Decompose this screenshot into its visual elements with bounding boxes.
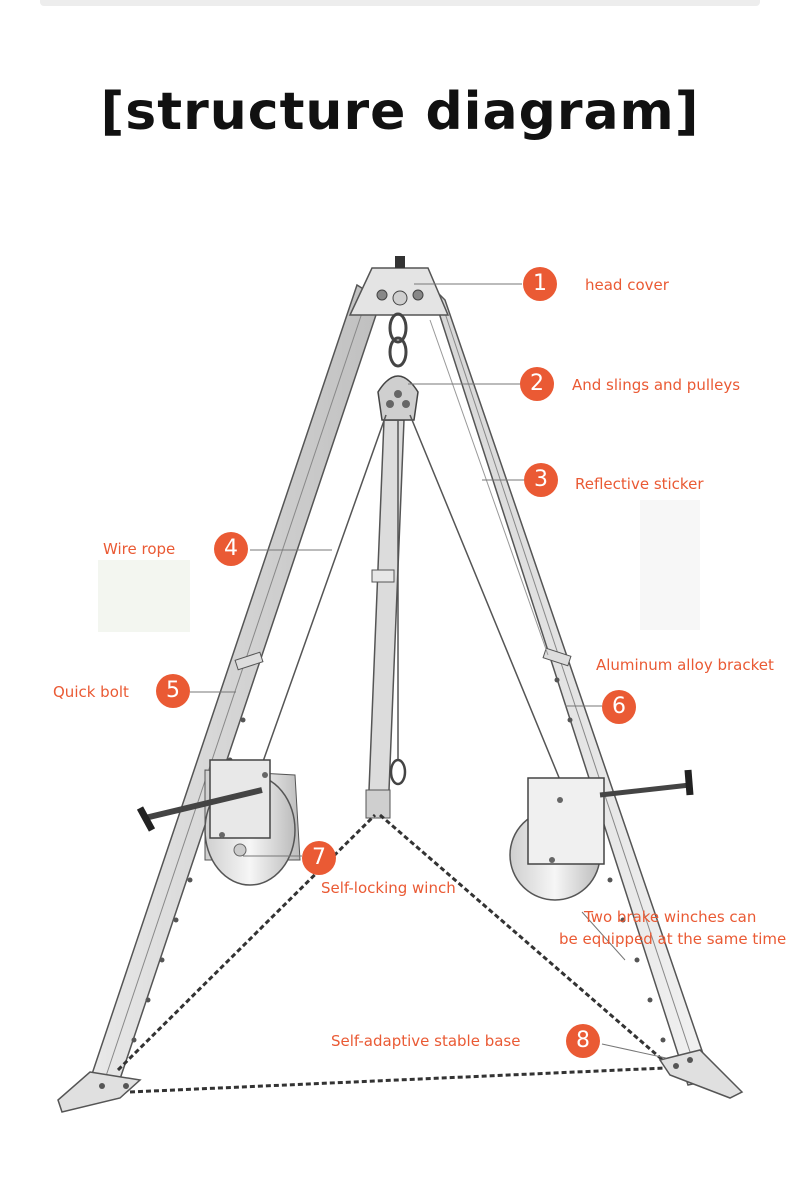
callout-label-quick-bolt: Quick bolt: [53, 683, 129, 701]
callout-badge-3: 3: [524, 463, 558, 497]
right-leg: [430, 285, 712, 1085]
note-line-2: be equipped at the same time: [559, 930, 786, 948]
note-line-1: Two brake winches can: [584, 908, 756, 926]
callout-badge-8: 8: [566, 1024, 600, 1058]
feet: [58, 1050, 742, 1112]
head-cover: [350, 256, 448, 315]
callout-label-slings-pulleys: And slings and pulleys: [572, 376, 740, 394]
callout-badge-6: 6: [602, 690, 636, 724]
callout-badge-2: 2: [520, 367, 554, 401]
left-leg: [90, 285, 381, 1085]
callout-badge-4: 4: [214, 532, 248, 566]
callout-label-self-locking-winch: Self-locking winch: [321, 879, 456, 897]
callout-badge-7: 7: [302, 841, 336, 875]
background-ghost: [98, 560, 190, 632]
sling-pulley: [378, 314, 418, 420]
callout-label-reflective-sticker: Reflective sticker: [575, 475, 703, 493]
callout-badge-1: 1: [523, 267, 557, 301]
callout-label-wire-rope: Wire rope: [103, 540, 175, 558]
carabiner: [391, 760, 405, 784]
callout-label-head-cover: head cover: [585, 276, 669, 294]
callout-badge-5: 5: [156, 674, 190, 708]
callout-label-aluminum-bracket: Aluminum alloy bracket: [596, 656, 774, 674]
callout-label-stable-base: Self-adaptive stable base: [331, 1032, 520, 1050]
background-ghost: [640, 500, 700, 630]
right-winch: [510, 770, 690, 900]
